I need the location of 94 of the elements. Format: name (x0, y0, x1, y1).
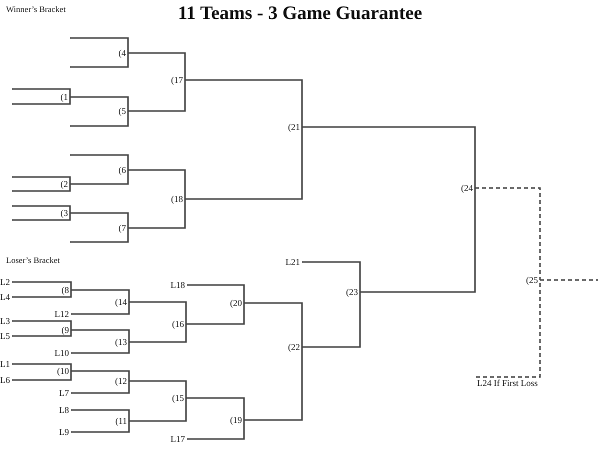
game-number: (1 (60, 92, 70, 102)
game-number: (21 (288, 122, 302, 132)
bracket-line (540, 279, 599, 281)
game-number: (13 (115, 337, 129, 347)
game-number: (18 (171, 194, 185, 204)
bracket-line (71, 289, 130, 302)
bracket-line (12, 290, 72, 298)
game-number: (20 (230, 298, 244, 308)
bracket-line (71, 302, 130, 315)
game-number: (23 (346, 287, 360, 297)
bracket-line (71, 409, 130, 421)
bracket-line (302, 261, 361, 292)
game-number: (3 (60, 208, 70, 218)
bracket-line (70, 96, 129, 111)
bracket-line (187, 284, 245, 303)
section-heading: Loser’s Bracket (6, 255, 60, 265)
bracket-line (71, 370, 130, 381)
game-number: (15 (172, 393, 186, 403)
bracket-line (12, 205, 71, 213)
game-number: (9 (62, 325, 71, 335)
game-number: (4 (118, 48, 128, 58)
slot-label: L21 (286, 257, 302, 267)
game-number: (16 (172, 319, 186, 329)
bracket-line (302, 126, 476, 188)
bracket-line (129, 301, 187, 324)
bracket-line (129, 324, 187, 343)
bracket-line (128, 169, 186, 199)
bracket-line (12, 281, 72, 290)
slot-label: L6 (0, 375, 12, 385)
bracket-line (70, 154, 129, 170)
slot-label: L12 (54, 309, 71, 319)
game-number: (7 (118, 223, 128, 233)
slot-label: L10 (54, 348, 71, 358)
bracket-line (12, 371, 72, 381)
bracket-line (12, 320, 72, 330)
game-number: (10 (57, 366, 71, 376)
slot-label: L1 (0, 359, 12, 369)
slot-label: L2 (0, 277, 12, 287)
bracket-line (128, 199, 186, 229)
bracket-line (12, 97, 71, 105)
bracket-line (12, 363, 72, 371)
bracket-line (476, 280, 541, 378)
bracket-line (186, 303, 245, 325)
bracket-line (186, 397, 245, 420)
bracket-line (185, 127, 303, 200)
game-number: (19 (230, 415, 244, 425)
slot-label: L8 (59, 405, 71, 415)
bracket-line (71, 329, 130, 342)
bracket-line (70, 228, 129, 243)
slot-label: L9 (59, 427, 71, 437)
game-number: (22 (288, 342, 302, 352)
slot-label: L5 (0, 331, 12, 341)
bracket-line (71, 342, 130, 354)
bracket-line (129, 380, 187, 398)
bracket-line (128, 52, 186, 80)
slot-label: L7 (59, 388, 71, 398)
section-heading: Winner’s Bracket (6, 4, 66, 14)
bracket-line (70, 37, 129, 53)
bracket-line (187, 420, 245, 440)
game-number: (17 (171, 75, 185, 85)
bracket-line (244, 347, 303, 421)
bracket-line (70, 111, 129, 127)
game-number: (8 (62, 285, 71, 295)
bracket-line (475, 187, 541, 280)
bracket-line (302, 292, 361, 348)
bracket-line (12, 330, 72, 337)
game-number: (25 (526, 275, 540, 285)
bracket-line (360, 188, 476, 293)
game-number: (14 (115, 297, 129, 307)
game-number: (24 (461, 183, 475, 193)
bracket-line (244, 302, 303, 347)
bracket-line (185, 79, 303, 127)
bracket-line (71, 421, 130, 433)
bracket-line (12, 213, 71, 221)
slot-label: L4 (0, 292, 12, 302)
game-number: (12 (115, 376, 129, 386)
bracket-line (128, 80, 186, 112)
bracket-line (71, 381, 130, 394)
slot-label: L18 (170, 280, 187, 290)
bracket-line (129, 398, 187, 422)
slot-label: L3 (0, 316, 12, 326)
slot-label: L24 If First Loss (476, 378, 538, 388)
game-number: (2 (60, 179, 70, 189)
bracket-line (12, 184, 71, 192)
bracket-line (70, 53, 129, 68)
title: 11 Teams - 3 Game Guarantee (178, 3, 422, 25)
bracket-line (70, 170, 129, 185)
bracket-line (12, 88, 71, 97)
game-number: (6 (118, 165, 128, 175)
slot-label: L17 (170, 434, 187, 444)
game-number: (11 (115, 416, 129, 426)
bracket-line (70, 212, 129, 228)
game-number: (5 (118, 106, 128, 116)
bracket-line (12, 176, 71, 184)
